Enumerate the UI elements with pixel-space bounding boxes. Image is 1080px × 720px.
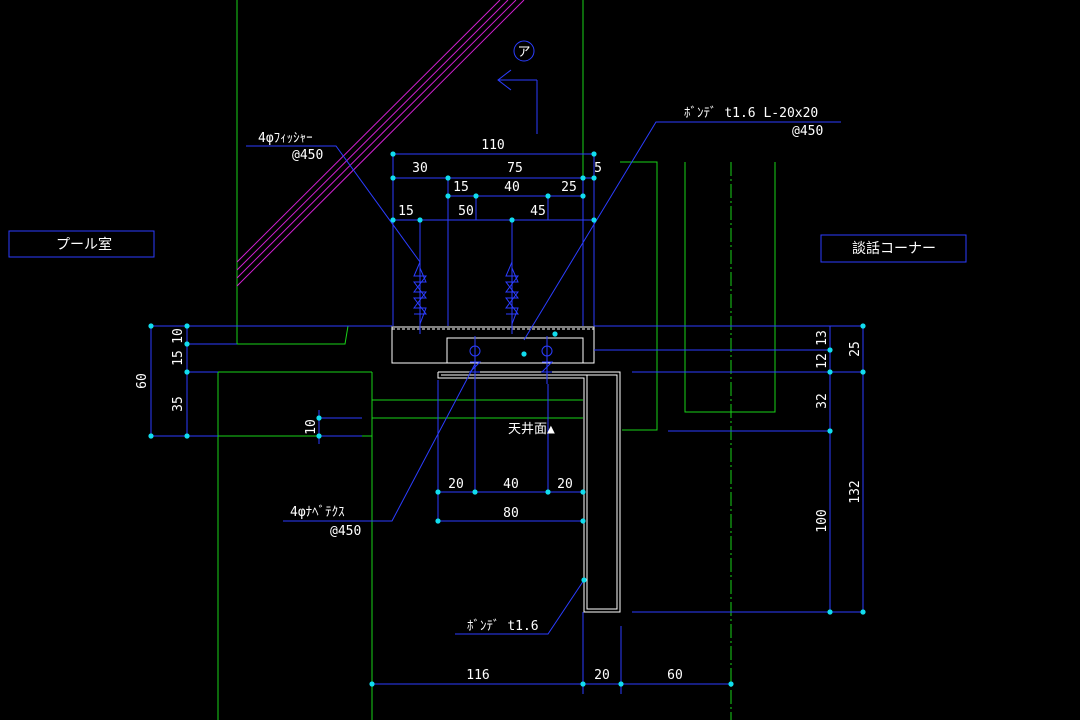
dim-13: 13 (815, 330, 830, 346)
note-bonde-angle-line1: ﾎﾞﾝﾃﾞ t1.6 L-20x20 (684, 106, 818, 121)
dim-5: 5 (594, 161, 602, 176)
dim-15-left: 15 (171, 350, 186, 366)
section-mark-label: ア (517, 45, 530, 60)
dim-20-right: 20 (557, 477, 573, 492)
dim-110: 110 (481, 138, 504, 153)
anchors (413, 220, 554, 384)
dim-116: 116 (466, 668, 489, 683)
dim-20-floor: 20 (594, 668, 610, 683)
dim-32: 32 (815, 393, 830, 409)
note-bonde-plate: ﾎﾞﾝﾃﾞ t1.6 (467, 619, 539, 634)
dim-25: 25 (561, 180, 577, 195)
room-box-right (820, 234, 967, 263)
dim-40-upper: 40 (504, 180, 520, 195)
structure-lines (217, 0, 776, 720)
note-bonde-angle-line2: @450 (792, 124, 823, 139)
note-fisher-line2: @450 (292, 148, 323, 163)
dim-10-left: 10 (171, 328, 186, 344)
dim-80: 80 (503, 506, 519, 521)
room-label-pool: プール室 (56, 236, 112, 253)
note-nabe-line1: 4φﾅﾍﾞﾃｸｽ (290, 505, 345, 520)
dim-100: 100 (815, 509, 830, 532)
dim-60-floor: 60 (667, 668, 683, 683)
dim-60-left: 60 (135, 373, 150, 389)
ceiling-level-label: 天井面▲ (508, 422, 555, 437)
dim-132: 132 (848, 480, 863, 503)
dim-15-upper: 15 (453, 180, 469, 195)
dim-45: 45 (530, 204, 546, 219)
note-fisher-line1: 4φﾌｨｯｼｬｰ (258, 131, 313, 146)
section-mark-circle (513, 40, 535, 62)
ceiling-panel (391, 326, 621, 613)
room-label-lounge: 談話コーナー (852, 240, 936, 257)
dim-35-left: 35 (171, 396, 186, 412)
dim-50: 50 (458, 204, 474, 219)
dim-10-mid: 10 (304, 419, 319, 435)
stair-hatch (236, 0, 525, 287)
dim-20-left: 20 (448, 477, 464, 492)
note-nabe-line2: @450 (330, 524, 361, 539)
room-box-left (8, 230, 155, 258)
dim-75: 75 (507, 161, 523, 176)
dim-30: 30 (412, 161, 428, 176)
dim-15-lower: 15 (398, 204, 414, 219)
dim-12: 12 (815, 353, 830, 369)
nodes (148, 151, 866, 687)
dim-40-lower: 40 (503, 477, 519, 492)
dim-25-right: 25 (848, 341, 863, 357)
